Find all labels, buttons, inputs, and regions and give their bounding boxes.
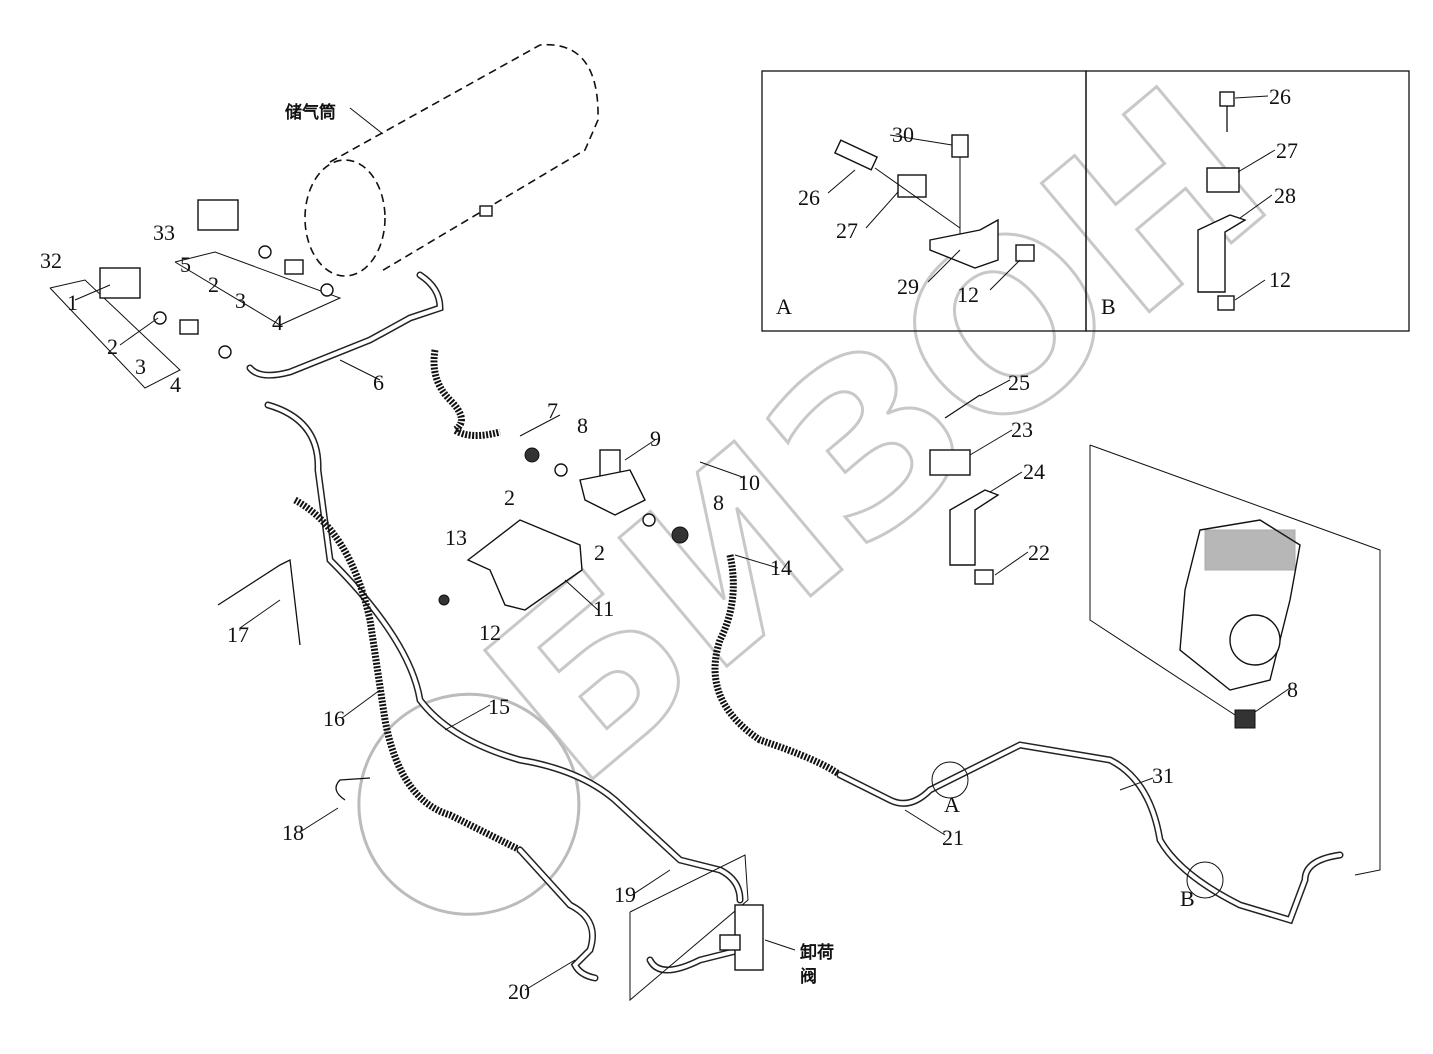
tank-label: 储气筒 <box>285 102 336 123</box>
callout: B <box>1180 886 1195 911</box>
callout: 25 <box>1008 370 1030 395</box>
callout: 12 <box>1269 267 1291 292</box>
callout: 6 <box>373 370 384 395</box>
detail-b-parts <box>1197 91 1247 311</box>
callout: 11 <box>593 596 614 621</box>
callout: 18 <box>282 820 304 845</box>
callout: 17 <box>227 622 249 647</box>
unloading-valve <box>629 854 796 1002</box>
pipes <box>246 271 1344 982</box>
callout: 12 <box>479 620 501 645</box>
callout: 2 <box>107 334 118 359</box>
callout: 33 <box>153 220 175 245</box>
valve-label-line2: 阀 <box>800 966 817 987</box>
callout: 4 <box>170 372 181 397</box>
clip-18 <box>335 777 371 801</box>
callout: 22 <box>1028 540 1050 565</box>
detail-a-parts <box>833 134 1035 269</box>
air-tank <box>304 43 599 277</box>
callout: 31 <box>1152 763 1174 788</box>
callout: 3 <box>235 288 246 313</box>
callout: 28 <box>1274 183 1296 208</box>
callout: 26 <box>798 185 820 210</box>
callout: 8 <box>713 490 724 515</box>
callout: 23 <box>1011 417 1033 442</box>
coupling-group-32 <box>49 267 232 389</box>
callout: A <box>944 792 960 817</box>
cable-tie-17 <box>217 559 301 646</box>
callout: 15 <box>488 694 510 719</box>
callout: 2 <box>208 272 219 297</box>
callout: 5 <box>180 252 191 277</box>
callout: 30 <box>892 122 914 147</box>
callout: 14 <box>770 555 792 580</box>
callout: 20 <box>508 979 530 1004</box>
callout: 27 <box>1276 138 1298 163</box>
detail-a-title: A <box>776 294 792 319</box>
callout: 26 <box>1269 84 1291 109</box>
callout: 12 <box>957 282 979 307</box>
coupling-group-33 <box>174 199 342 326</box>
valve-9 <box>524 447 689 544</box>
callout: 1 <box>67 290 78 315</box>
callout: 8 <box>577 413 588 438</box>
callout-labels: 32 33 1 5 2 3 2 3 4 4 6 7 8 9 10 2 13 2 … <box>40 84 1298 1004</box>
callout: 2 <box>504 485 515 510</box>
callout: 32 <box>40 248 62 273</box>
callout: 16 <box>323 706 345 731</box>
callout: 29 <box>897 274 919 299</box>
callout: 10 <box>738 470 760 495</box>
callout: 7 <box>547 398 558 423</box>
bracket-11 <box>438 519 583 611</box>
callout: 2 <box>594 540 605 565</box>
callout: 24 <box>1023 459 1045 484</box>
svg-text:БИЗОН: БИЗОН <box>440 39 1316 834</box>
callout: 19 <box>614 882 636 907</box>
callout: 4 <box>272 310 283 335</box>
air-compressor <box>1089 444 1381 876</box>
callout: 27 <box>836 218 858 243</box>
callout: 3 <box>135 354 146 379</box>
callout: 13 <box>445 525 467 550</box>
callout: 9 <box>650 426 661 451</box>
callout: 8 <box>1287 677 1298 702</box>
watermark-logo: БИЗОН <box>357 38 1317 916</box>
callout: 21 <box>942 825 964 850</box>
detail-box-b <box>1085 70 1410 332</box>
clamp-parts <box>929 394 1000 585</box>
valve-label-line1: 卸荷 <box>800 942 834 963</box>
detail-b-title: B <box>1101 294 1116 319</box>
leader-lines <box>74 95 1291 991</box>
